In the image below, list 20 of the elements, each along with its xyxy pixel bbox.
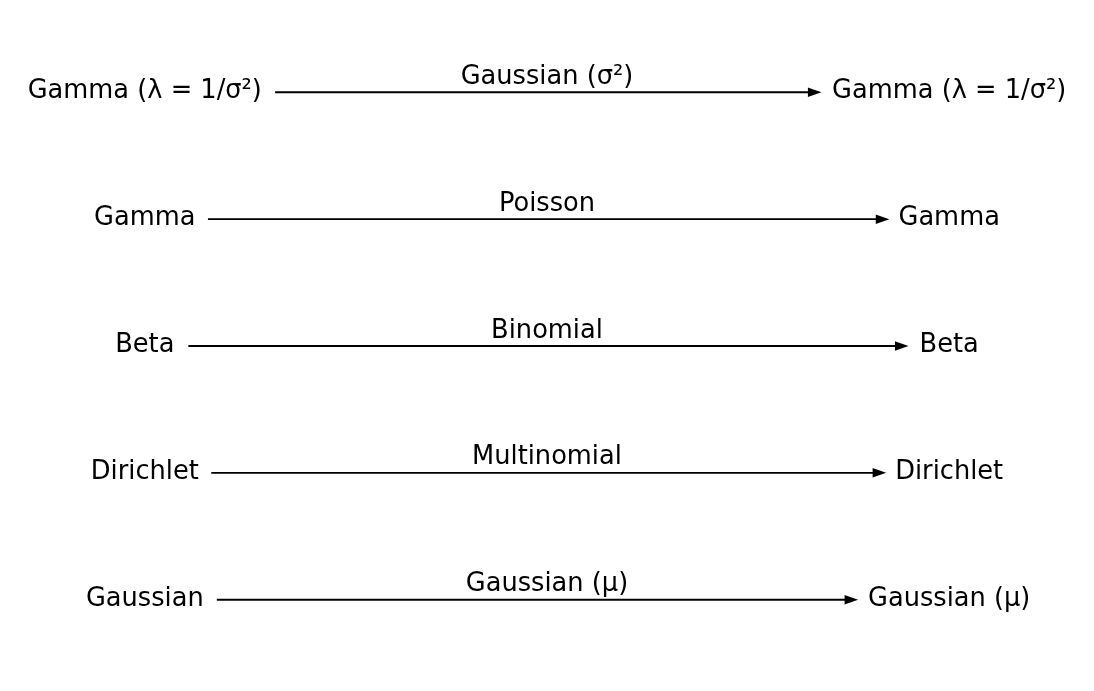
edge-label: Gaussian (μ) (465, 566, 629, 597)
node-text: Beta (919, 327, 979, 358)
node-text: Gamma (94, 200, 196, 231)
edge-label: Gaussian (σ²) (460, 59, 634, 90)
node-text: Gaussian (85, 581, 204, 612)
arrow (274, 87, 822, 97)
arrow (187, 340, 909, 351)
arrow (207, 213, 890, 224)
node-text: Beta (115, 327, 175, 358)
edge-label: Multinomial (472, 439, 622, 470)
node-text: Gamma (898, 200, 1000, 231)
arrow (210, 467, 887, 478)
node-text: Gaussian (μ) (868, 581, 1031, 612)
arrow (215, 594, 859, 604)
node-text: Dirichlet (90, 454, 199, 485)
node-text: Gamma (λ = 1/σ²) (832, 73, 1067, 104)
edge-label: Binomial (491, 313, 603, 344)
node-text: Dirichlet (895, 454, 1004, 485)
node-text: Gamma (λ = 1/σ²) (27, 73, 262, 104)
edge-label: Poisson (498, 186, 596, 217)
